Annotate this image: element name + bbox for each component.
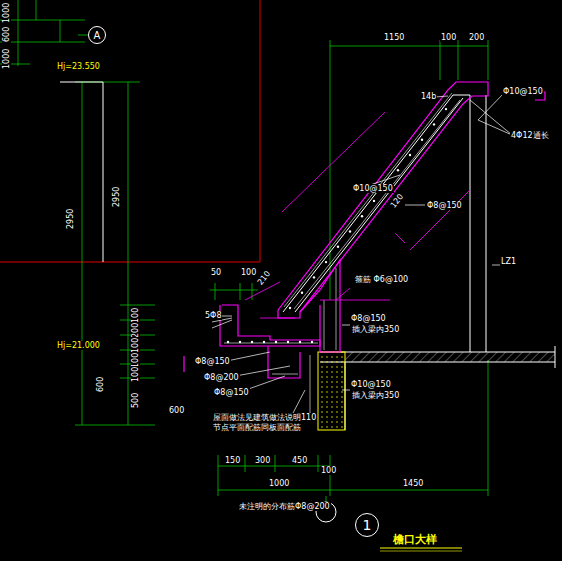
dimension-label: 4Φ12通长 (510, 131, 550, 140)
dimension-label: Φ8@150 (426, 201, 463, 210)
dimension-label: Φ8@200 (203, 373, 240, 382)
dimension-label: Φ8@150 (350, 314, 387, 323)
axis-circle: 1 (355, 513, 379, 537)
circle-label: A (94, 30, 101, 41)
dimension-label: Φ10@150 (350, 380, 392, 389)
dimension-label: 600 (168, 406, 185, 415)
dimension-label: 200 (468, 33, 485, 42)
dimension-label: Φ10@150 (502, 87, 544, 96)
dimension-label: 插入梁内350 (351, 325, 400, 334)
dimension-label: Hj=21.000 (56, 341, 101, 350)
dimension-label: 2950 (112, 186, 121, 208)
dimension-label: 1000 (2, 2, 11, 24)
dimension-label: 1000 (2, 48, 11, 70)
dimension-label: Hj=23.550 (56, 62, 101, 71)
dimension-label: 1000 (268, 479, 290, 488)
axis-circle: A (88, 26, 106, 44)
dimension-label: 100 (440, 33, 457, 42)
dimension-label: 50 (210, 268, 222, 277)
dimension-label: 120 (388, 191, 406, 210)
dimension-label: 箍筋 Φ6@100 (354, 275, 409, 284)
dimension-label: 100 (320, 466, 337, 475)
dimension-label: 100 (131, 366, 140, 383)
drawing-title: 檐口大样 (392, 534, 438, 546)
dimension-label: 600 (96, 376, 105, 393)
dimension-label: 100 (240, 268, 257, 277)
dimension-label: 5Φ8 (204, 311, 222, 320)
dimension-label: Φ8@150 (194, 357, 231, 366)
dimension-label: 1150 (383, 33, 405, 42)
dimension-label: 14b (420, 92, 437, 101)
dimension-label: Φ10@150 (352, 184, 394, 193)
dimension-label: 500 (131, 392, 140, 409)
dimension-label: 450 (291, 456, 308, 465)
dimension-label: LZ1 (500, 257, 517, 266)
dimension-label: 节点平面配筋同板面配筋 (212, 423, 302, 432)
dimension-label: 未注明的分布筋Φ8@200 (238, 502, 331, 511)
dimension-label: 210 (255, 268, 273, 287)
dimension-label: 300 (254, 456, 271, 465)
dimension-label: 1450 (402, 479, 424, 488)
dimension-label: 600 (2, 26, 11, 43)
dimension-label: 插入梁内350 (351, 391, 400, 400)
dimension-label: 2950 (66, 208, 75, 230)
dimension-label: 屋面做法见建筑做法说明110 (212, 413, 317, 422)
circle-label: 1 (363, 517, 372, 533)
dimension-label: Φ8@150 (213, 388, 250, 397)
dimension-label: 150 (224, 456, 241, 465)
